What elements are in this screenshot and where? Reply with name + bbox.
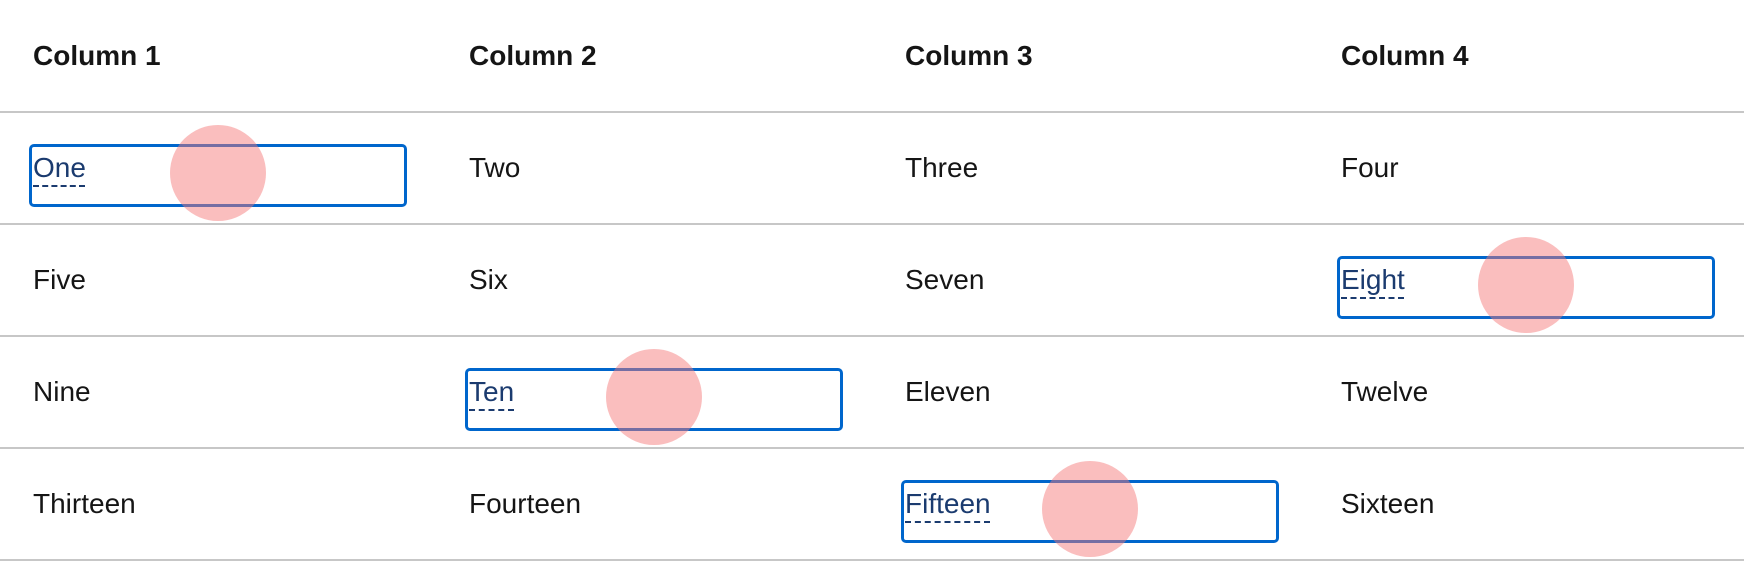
cell-link[interactable]: Ten [469,376,515,407]
table-cell: Fifteen [872,448,1308,561]
focus-outline [29,144,407,207]
cell-link[interactable]: Fifteen [905,488,991,519]
cell-text: Twelve [1341,376,1429,407]
table-row: Thirteen Fourteen Fifteen Sixteen [0,448,1744,561]
column-header[interactable]: Column 3 [872,0,1308,113]
table-cell: Six [436,224,872,337]
cell-text: Eleven [905,376,991,407]
focus-outline [465,368,843,431]
cell-text: Fourteen [469,488,582,519]
table-row: One Two Three Four [0,112,1744,225]
table-cell: Eight [1308,224,1744,337]
table-cell: Twelve [1308,336,1744,449]
table-cell: Eleven [872,336,1308,449]
cell-text: Sixteen [1341,488,1435,519]
table-cell: Seven [872,224,1308,337]
table-row: Nine Ten Eleven Twelve [0,336,1744,449]
table-cell: Thirteen [0,448,436,561]
table-cell: Two [436,112,872,225]
column-header[interactable]: Column 4 [1308,0,1744,113]
focus-outline [1337,256,1715,319]
header-row: Column 1 Column 2 Column 3 Column 4 [0,0,1744,113]
cell-text: Five [33,264,86,295]
table-cell: One [0,112,436,225]
table-cell: Ten [436,336,872,449]
table-cell: Fourteen [436,448,872,561]
cell-text: Nine [33,376,91,407]
cell-text: Two [469,152,521,183]
cell-text: Three [905,152,979,183]
cell-text: Thirteen [33,488,136,519]
table-cell: Nine [0,336,436,449]
table-cell: Four [1308,112,1744,225]
column-header[interactable]: Column 2 [436,0,872,113]
cell-link[interactable]: One [33,152,86,183]
cell-text: Four [1341,152,1399,183]
cell-link[interactable]: Eight [1341,264,1405,295]
cell-text: Seven [905,264,985,295]
column-header[interactable]: Column 1 [0,0,436,113]
table-cell: Three [872,112,1308,225]
table-cell: Five [0,224,436,337]
cell-text: Six [469,264,508,295]
table-row: Five Six Seven Eight [0,224,1744,337]
focus-outline [901,480,1279,543]
table-cell: Sixteen [1308,448,1744,561]
